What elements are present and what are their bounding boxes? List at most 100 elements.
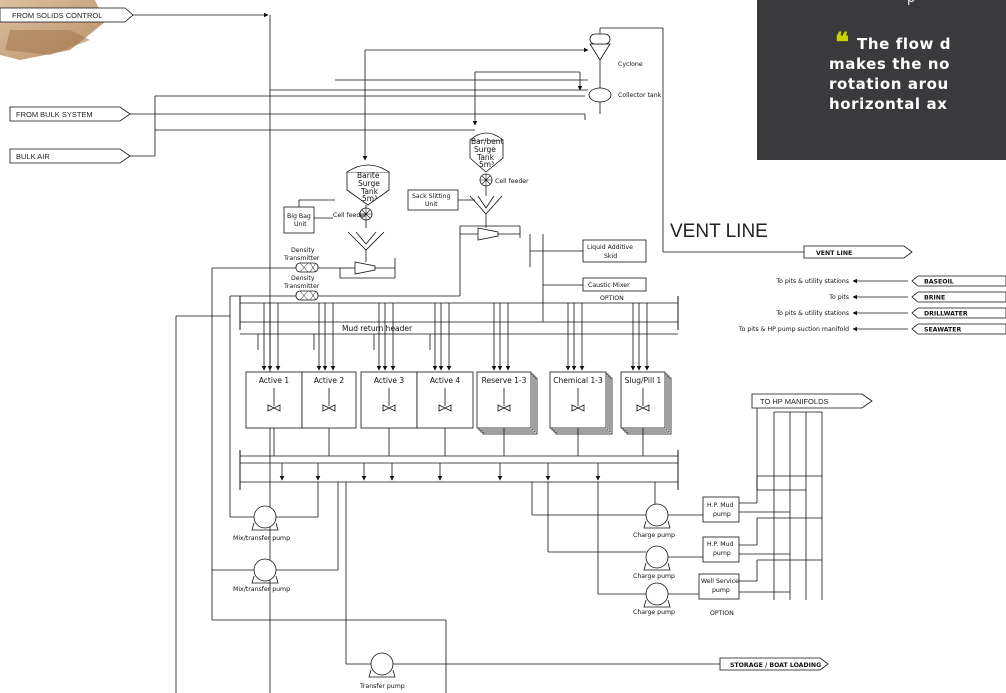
barite-surge-tank: Barite Surge Tank 5m³ — [346, 164, 390, 206]
barite-line-3: Tank — [360, 187, 379, 196]
utility-brine: To pits BRINE — [828, 291, 1006, 303]
input-solids-label: FROM SOLIDS CONTROL — [12, 11, 102, 20]
ws-line-2: pump — [712, 587, 730, 594]
hopper-right — [469, 195, 503, 215]
valve-icon — [382, 404, 396, 412]
input-bulk-air-label: BULK AIR — [16, 152, 50, 161]
mix-transfer-pump-1: Mix/transfer pump — [233, 505, 290, 542]
utility-dest: To pits — [828, 294, 849, 301]
storage-label: STORAGE / BOAT LOADING — [730, 662, 821, 669]
hp-manifold-lines — [739, 408, 823, 600]
tank-label: Active 2 — [314, 376, 345, 385]
cyclone: Cyclone — [589, 33, 643, 68]
transfer-pump-label: Transfer pump — [359, 683, 405, 690]
utility-baseoil: To pits & utility stations BASEOIL — [775, 275, 1006, 287]
cyclone-label: Cyclone — [618, 61, 643, 68]
hp2-line-1: H.P. Mud — [707, 541, 733, 548]
tank-label: Active 1 — [259, 376, 290, 385]
hp-mud-pump-2: H.P. Mud pump — [702, 536, 740, 563]
tank-5: Reserve 1-3 — [476, 371, 538, 435]
hp-manifolds-label: TO HP MANIFOLDS — [760, 397, 829, 406]
tank-7: Slug/Pill 1 — [620, 371, 672, 435]
charge-pump-3-label: Charge pump — [633, 609, 675, 616]
hp1-line-1: H.P. Mud — [707, 502, 733, 509]
quote-panel: p ❝ The flow d makes the no rotation aro… — [757, 0, 1006, 160]
barite-line-2: Surge — [358, 179, 380, 188]
utility-dest: To pits & HP pump suction manifold — [738, 326, 849, 333]
input-bulk-system: FROM BULK SYSTEM — [9, 106, 131, 122]
dt2-line-2: Transmitter — [283, 283, 320, 290]
eductor-right — [477, 227, 499, 241]
barite-line-4: 5m³ — [362, 194, 377, 203]
las-line-1: Liquid Additive — [587, 244, 633, 251]
collector-label: Collector tank — [618, 92, 662, 99]
valve-icon — [571, 404, 585, 412]
barite-cell-feeder: Cell feeder — [333, 207, 373, 221]
valve-icon — [636, 404, 650, 412]
tank-label: Active 4 — [430, 376, 461, 385]
barite-cell-feeder-label: Cell feeder — [333, 212, 367, 219]
tank-3: Active 3 — [360, 371, 418, 429]
tank-label: Slug/Pill 1 — [625, 376, 662, 385]
input-solids-control: FROM SOLIDS CONTROL — [0, 7, 134, 23]
tank-6: Chemical 1-3 — [549, 371, 613, 435]
big-bag-unit: Big Bag Unit — [283, 206, 315, 234]
charge-pump-1-label: Charge pump — [633, 532, 675, 539]
ws-line-1: Well Service — [701, 578, 739, 585]
mix-pump-1-label: Mix/transfer pump — [233, 535, 290, 542]
valve-icon — [322, 404, 336, 412]
collector-tank: Collector tank — [588, 87, 662, 103]
caustic-label: Caustic Mixer — [588, 282, 630, 289]
tank-row: Active 1 Active 2 Active 3 Active 4 Reserve … — [245, 303, 672, 481]
mix-transfer-pump-2: Mix/transfer pump — [233, 558, 290, 593]
utility-tag: BRINE — [924, 295, 945, 302]
hp-mud-pump-1: H.P. Mud pump — [702, 496, 740, 523]
las-line-2: Skid — [604, 253, 617, 260]
sack-line-2: Unit — [425, 201, 438, 208]
barbent-line-2: Surge — [474, 145, 496, 154]
tank-label: Reserve 1-3 — [482, 376, 527, 385]
charge-pump-3: Charge pump — [633, 582, 675, 616]
big-bag-line-2: Unit — [294, 221, 307, 228]
storage-arrow: STORAGE / BOAT LOADING — [719, 657, 829, 671]
utility-tag: DRILLWATER — [924, 311, 968, 318]
hp1-line-2: pump — [713, 511, 731, 518]
utility-tag: BASEOIL — [924, 279, 954, 286]
well-service-pump: Well Service pump OPTION — [698, 573, 740, 617]
utility-tag: SEAWATER — [924, 327, 961, 334]
dt2-line-1: Density — [291, 275, 315, 282]
caustic-mixer: Caustic Mixer OPTION — [582, 277, 647, 302]
barbent-line-1: Bar/bent — [471, 137, 503, 146]
liquid-additive-skid: Liquid Additive Skid — [582, 239, 647, 263]
hopper-left — [347, 231, 385, 251]
valve-icon — [267, 404, 281, 412]
input-bulk-air: BULK AIR — [9, 148, 131, 164]
barbent-line-3: Tank — [476, 153, 495, 162]
big-bag-line-1: Big Bag — [287, 213, 311, 220]
utility-dest: To pits & utility stations — [775, 310, 849, 317]
barbent-line-4: 5m³ — [479, 160, 494, 169]
tank-4: Active 4 — [416, 371, 474, 429]
quote-mark-icon: ❝ — [835, 28, 849, 58]
quote-topline: p — [907, 0, 915, 6]
barbent-cell-feeder: Cell feeder — [479, 173, 529, 187]
utility-dest: To pits & utility stations — [775, 278, 849, 285]
mix-pump-2-label: Mix/transfer pump — [233, 586, 290, 593]
input-bulk-system-label: FROM BULK SYSTEM — [16, 110, 93, 119]
tank-1: Active 1 — [245, 371, 303, 429]
dt1-line-2: Transmitter — [283, 255, 320, 262]
density-transmitter-1: Density Transmitter — [283, 247, 320, 273]
vent-line-big-label: VENT LINE — [670, 221, 768, 242]
charge-pump-1: Charge pump — [633, 503, 675, 539]
hp-manifolds-arrow: TO HP MANIFOLDS — [751, 393, 873, 409]
charge-pump-2: Charge pump — [633, 545, 675, 580]
charge-pump-2-label: Charge pump — [633, 573, 675, 580]
hp2-line-2: pump — [713, 550, 731, 557]
tank-label: Active 3 — [374, 376, 405, 385]
sack-line-1: Sack Slitting — [412, 193, 451, 200]
ws-option: OPTION — [710, 610, 734, 617]
sack-slitting-unit: Sack Slitting Unit — [407, 189, 459, 211]
eductor-left — [354, 261, 376, 275]
